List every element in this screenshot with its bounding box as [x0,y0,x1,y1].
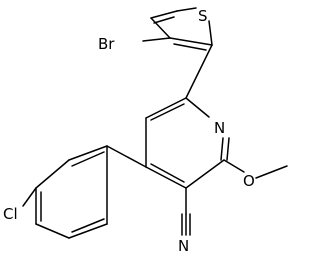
bond [220,137,224,161]
bond-thiophene-pyridine [185,44,213,99]
bond-c-cl [22,187,37,207]
bond [145,166,187,189]
bond [71,218,105,233]
bond-pyridine-benzene [106,145,147,168]
bond [150,17,171,39]
oxygen-atom-label: O [243,172,255,190]
bond-c-br [142,37,171,42]
bond [185,159,225,189]
bond [35,159,70,189]
bond [35,223,70,239]
bond [150,10,178,19]
bond [153,16,175,24]
sulfur-atom-label: S [198,7,208,25]
bond [226,137,230,161]
bond [71,151,105,167]
bond [185,97,210,118]
bond [68,145,108,161]
nitrogen-nitrile-atom-label: N [178,237,189,255]
bond [176,7,197,12]
bond [169,37,213,46]
nitrogen-ring-atom-label: N [214,119,225,137]
bond [208,20,213,46]
thiophene-ring [150,7,213,51]
bond-o-ch3 [255,165,288,179]
bond [150,103,185,121]
bond [173,43,207,51]
bond [150,163,185,183]
pyridine-ring [145,97,230,189]
chemical-structure: Br S N O Cl N [3,7,288,255]
bond [145,97,187,119]
bond [68,223,108,239]
chlorine-atom-label: Cl [3,205,18,223]
benzene-ring [35,145,108,239]
bond-c-o [223,159,245,173]
bromine-atom-label: Br [98,35,115,53]
